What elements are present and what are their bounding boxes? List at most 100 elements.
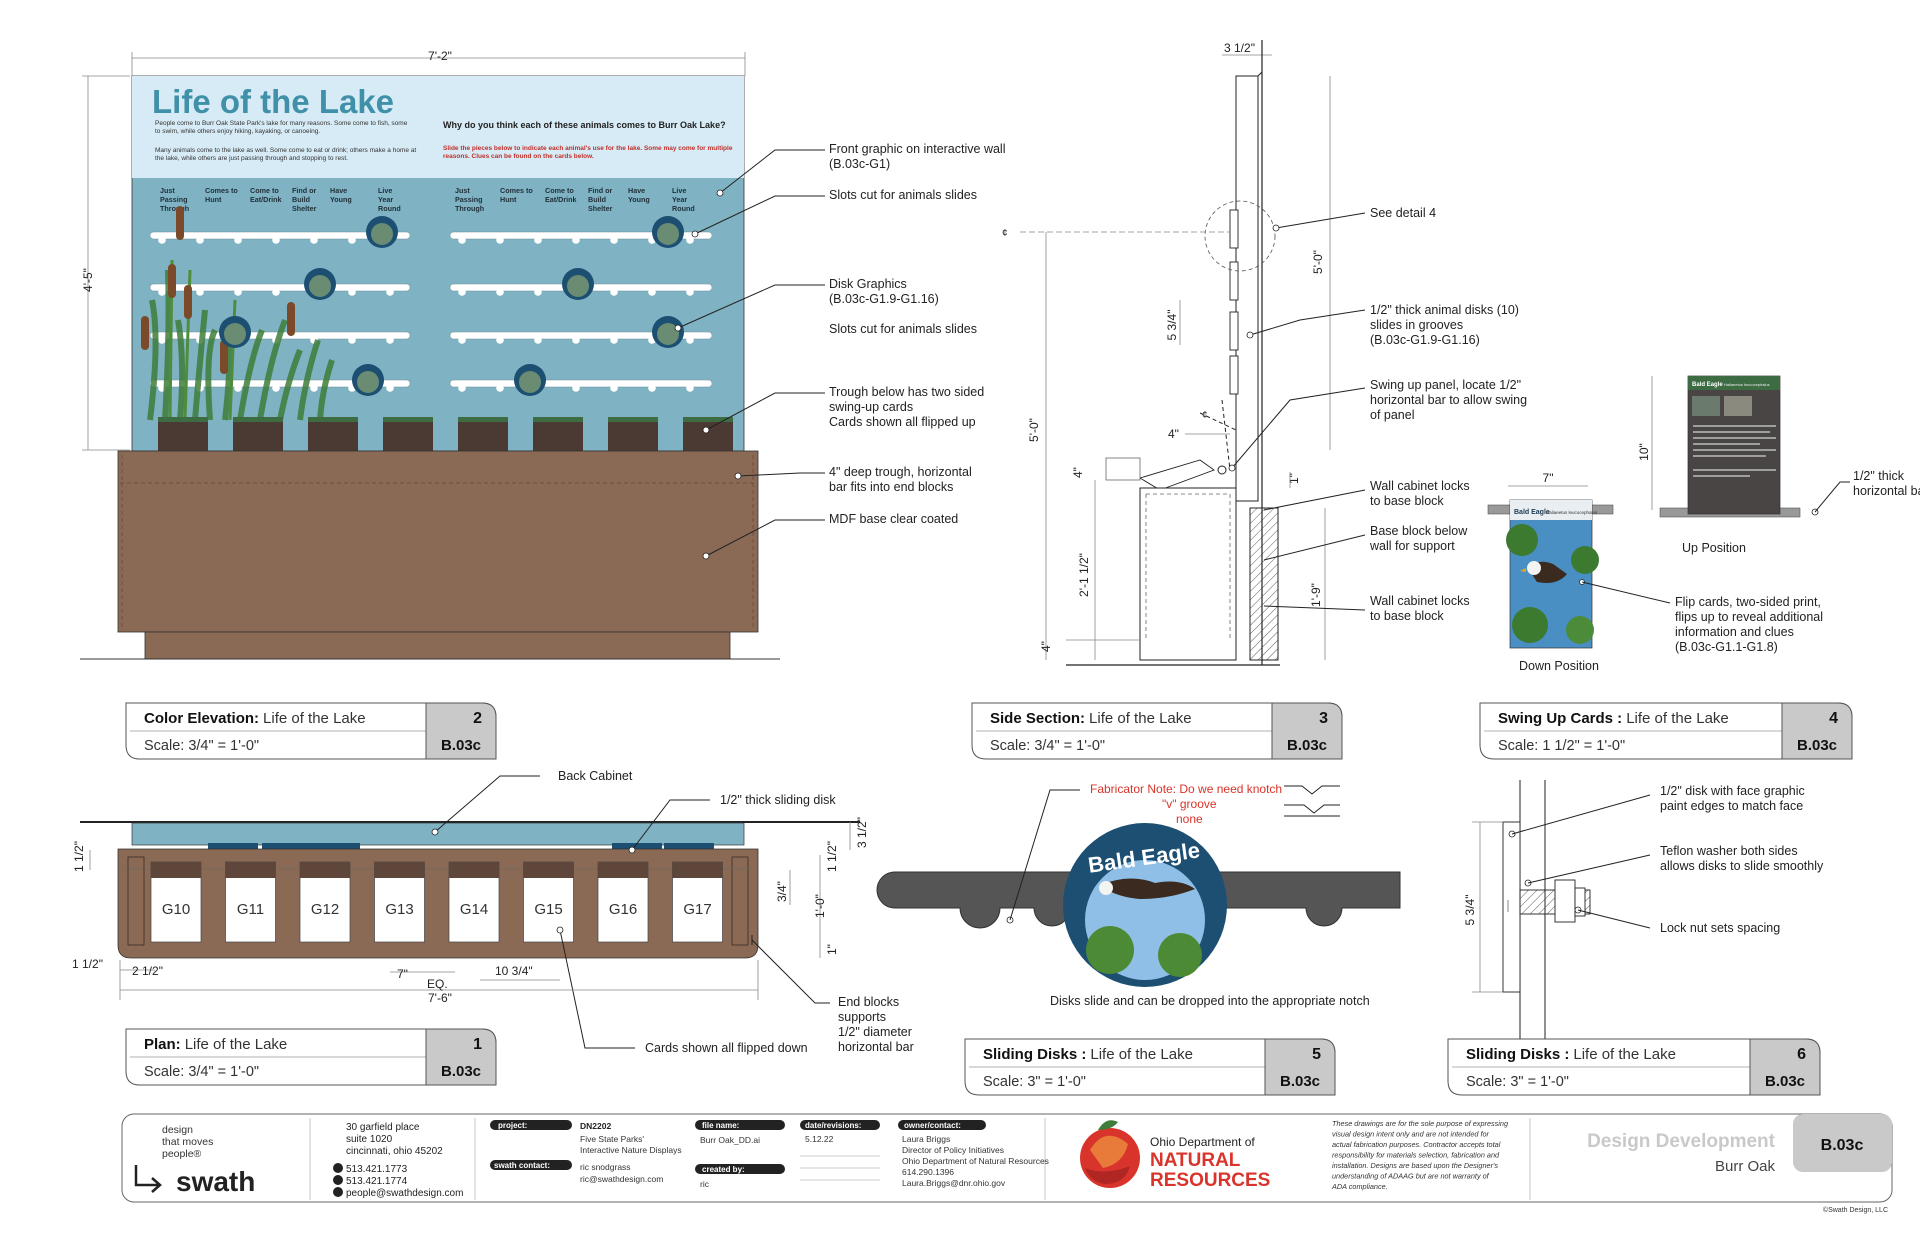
title-box-scale: Scale: 3/4" = 1'-0" <box>144 738 259 754</box>
odnr-line2: NATURAL <box>1150 1150 1241 1171</box>
column-header: Come to <box>545 186 574 195</box>
plan-dim-bottom-e: 10 3/4" <box>495 964 533 978</box>
title-box-badge <box>1749 1038 1821 1096</box>
title-box-heading: Swing Up Cards :Life of the Lake <box>1498 710 1729 727</box>
title-box-number: 6 <box>1797 1046 1806 1063</box>
up-card[interactable] <box>383 417 433 451</box>
column-header: Shelter <box>292 204 317 213</box>
title-box-code: B.03c <box>1765 1073 1805 1090</box>
slot-notch <box>648 384 656 392</box>
slot-notch <box>686 384 694 392</box>
column-header: Build <box>588 195 606 204</box>
cattails-illustration <box>141 206 335 421</box>
slot-notch <box>458 236 466 244</box>
disk-callout-2: paint edges to match face <box>1660 799 1803 813</box>
plan-card-band <box>598 862 648 878</box>
location: Burr Oak <box>1715 1158 1776 1175</box>
owner-2: Director of Policy Initiatives <box>902 1145 1004 1155</box>
animal-disk-photo <box>519 371 541 393</box>
disclaimer-line: ADA compliance. <box>1331 1182 1388 1191</box>
up-card[interactable] <box>608 417 658 451</box>
up-card[interactable] <box>683 417 733 451</box>
callout-base-1: Base block below <box>1370 524 1468 538</box>
copyright: ©Swath Design, LLC <box>1823 1206 1888 1214</box>
up-card-band <box>308 417 358 422</box>
column-header: Through <box>160 204 189 213</box>
slot-notch <box>458 288 466 296</box>
odnr-logo-icon <box>1080 1120 1140 1188</box>
owner-1: Laura Briggs <box>902 1134 950 1144</box>
callout-deep-trough-2: bar fits into end blocks <box>829 480 953 494</box>
title-box-code: B.03c <box>441 1063 481 1080</box>
plan-card-label: G14 <box>460 901 488 918</box>
slot-notch <box>348 288 356 296</box>
title-box-scale: Scale: 3" = 1'-0" <box>1466 1074 1569 1090</box>
owner-5: Laura.Briggs@dnr.ohio.gov <box>902 1178 1006 1188</box>
animal-disk-photo <box>371 223 393 245</box>
date-value: 5.12.22 <box>805 1134 834 1144</box>
slot-notch <box>348 336 356 344</box>
animal-disk-photo <box>657 323 679 345</box>
up-card-band <box>233 417 283 422</box>
callout-trough-2: swing-up cards <box>829 400 913 414</box>
plan-card-band <box>523 862 574 878</box>
callout-base-2: wall for support <box>1369 539 1455 553</box>
tagline-2: that moves <box>162 1136 213 1148</box>
plan-dim-right-c: 3/4" <box>775 881 789 902</box>
title-box-number: 3 <box>1319 710 1328 727</box>
up-card-band <box>608 417 658 422</box>
title-box-heading: Sliding Disks :Life of the Lake <box>1466 1046 1676 1063</box>
sheet-title-block: design that moves people® swath 30 garfi… <box>121 1113 1893 1214</box>
title-box-title: Plan: <box>144 1036 181 1053</box>
fabricator-note-v: "v" groove <box>1162 797 1217 811</box>
eagle-photo <box>1506 524 1599 644</box>
column-header: Build <box>292 195 310 204</box>
title-box-badge <box>1264 1038 1336 1096</box>
title-box-subtitle: Life of the Lake <box>1090 1046 1193 1063</box>
address-3: cincinnati, ohio 45202 <box>346 1146 443 1157</box>
plan-card-label: G13 <box>385 901 413 918</box>
up-card[interactable] <box>158 417 208 451</box>
plan-dim-bottom-d: EQ. <box>427 977 448 991</box>
card-up-label: Up Position <box>1682 541 1746 555</box>
title-box-code: B.03c <box>1287 737 1327 754</box>
odnr-line3: RESOURCES <box>1150 1170 1270 1191</box>
disk-callout-3: Teflon washer both sides <box>1660 844 1798 858</box>
up-card-band <box>458 417 508 422</box>
callout-disk-graphics: Disk Graphics <box>829 277 907 291</box>
up-card[interactable] <box>233 417 283 451</box>
slot <box>449 379 713 388</box>
plan-dim-bottom-a: 1 1/2" <box>72 957 103 971</box>
slot-notch <box>610 336 618 344</box>
disclaimer-line: These drawings are for the sole purpose … <box>1332 1119 1508 1128</box>
callout-deep-trough-1: 4" deep trough, horizontal <box>829 465 972 479</box>
callout-swing-3: of panel <box>1370 408 1414 422</box>
up-card[interactable] <box>533 417 583 451</box>
column-header: Have <box>330 186 347 195</box>
slot-notch <box>572 384 580 392</box>
swath-logo-icon <box>134 1165 162 1193</box>
slot-notch <box>572 236 580 244</box>
title-box-code: B.03c <box>1280 1073 1320 1090</box>
title-box-subtitle: Life of the Lake <box>185 1036 288 1053</box>
callout-bar-2: horizontal bar <box>1853 484 1920 498</box>
callout-flip-3: information and clues <box>1675 625 1794 639</box>
up-card-band <box>158 417 208 422</box>
mdf-base <box>117 450 759 633</box>
title-box-number: 1 <box>473 1036 482 1053</box>
slot-notch <box>686 336 694 344</box>
plan-card-label: G10 <box>162 901 190 918</box>
callout-trough-3: Cards shown all flipped up <box>829 415 976 429</box>
disk-callout-4: allows disks to slide smoothly <box>1660 859 1824 873</box>
animal-disk-photo <box>657 223 679 245</box>
animal-disk-photo <box>357 371 379 393</box>
up-card[interactable] <box>458 417 508 451</box>
up-card[interactable] <box>308 417 358 451</box>
plan-sliding-disk: 1/2" thick sliding disk <box>720 793 836 807</box>
color-elevation: 7'-2" 4'-5" Life of the Lake People come… <box>80 49 1005 660</box>
address-2: suite 1020 <box>346 1134 393 1145</box>
title-box-subtitle: Life of the Lake <box>263 710 366 727</box>
card-down-latin: Haliaeetus leucocephalus <box>1546 510 1598 515</box>
